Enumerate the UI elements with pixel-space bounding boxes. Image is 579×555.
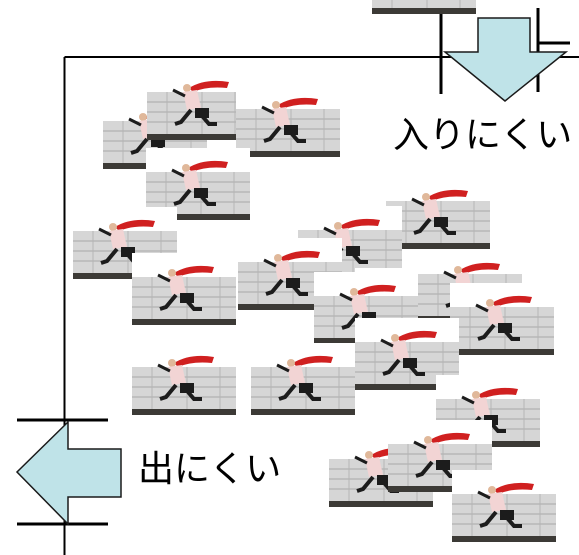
photo-tile — [130, 251, 238, 327]
photo-tile — [370, 0, 478, 16]
entry-barrier — [439, 8, 570, 102]
down-arrow-icon — [442, 17, 569, 102]
hard-to-exit-label: 出にくい — [138, 449, 282, 490]
photo-tile — [249, 341, 357, 417]
hard-to-enter-label: 入りにくい — [393, 115, 573, 156]
photo-tile — [130, 341, 238, 417]
exit-barrier — [15, 418, 122, 555]
photo-tile — [145, 66, 253, 142]
left-arrow-icon — [15, 420, 122, 526]
photo-tile — [234, 83, 342, 159]
photo-tile — [450, 468, 558, 544]
photo-tile — [448, 281, 556, 357]
